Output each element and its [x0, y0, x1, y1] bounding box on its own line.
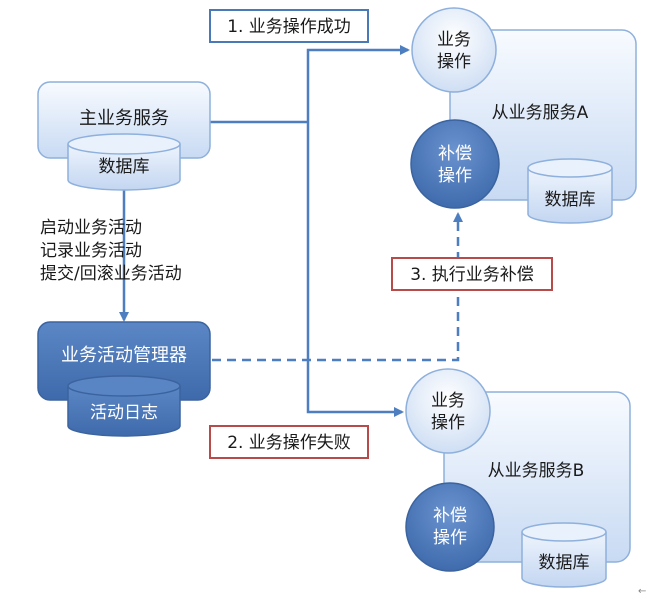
success-arrow-to-service-a	[306, 45, 410, 122]
service-a-op-label-2: 操作	[437, 52, 471, 72]
main-db-label: 数据库	[99, 157, 150, 177]
service-b-db-cylinder: 数据库	[521, 522, 607, 588]
step-record: 记录业务活动	[40, 241, 142, 261]
service-b-title: 从业务服务B	[488, 461, 585, 481]
callout-exec-comp: 3. 执行业务补偿	[391, 257, 553, 291]
service-b-op-label-1: 业务	[431, 391, 465, 411]
callout-op-fail-text: 2. 业务操作失败	[227, 433, 351, 453]
compensation-dashed-arrow	[212, 212, 463, 362]
callout-op-success-text: 1. 业务操作成功	[227, 17, 351, 37]
service-a-op-circle: 业务 操作	[411, 7, 497, 93]
service-b-op-label-2: 操作	[431, 413, 465, 433]
service-a-comp-label-2: 操作	[438, 166, 472, 186]
callout-op-fail: 2. 业务操作失败	[209, 425, 369, 459]
fail-arrow-to-service-b	[306, 122, 404, 417]
main-db-cylinder: 数据库	[67, 133, 181, 191]
service-b-comp-label-1: 补偿	[433, 506, 467, 526]
connectors	[119, 45, 463, 417]
step-commit-rollback: 提交/回滚业务活动	[40, 264, 182, 284]
small-left-arrow-icon: ←	[638, 586, 646, 597]
main-service: 主业务服务 数据库	[37, 81, 211, 191]
activity-log-label: 活动日志	[90, 403, 158, 423]
service-b-op-circle: 业务 操作	[405, 368, 491, 454]
activity-log-cylinder: 活动日志	[67, 375, 181, 437]
main-service-title: 主业务服务	[79, 108, 169, 129]
service-b-comp-circle: 补偿 操作	[405, 482, 495, 572]
callout-op-success: 1. 业务操作成功	[209, 9, 369, 43]
slave-service-a: 从业务服务A 业务 操作 补偿 操作 数据库	[410, 7, 637, 224]
service-a-db-label: 数据库	[545, 190, 596, 210]
service-b-db-label: 数据库	[539, 553, 590, 573]
service-a-db-cylinder: 数据库	[527, 158, 613, 224]
service-a-op-label-1: 业务	[437, 30, 471, 50]
callout-exec-comp-text: 3. 执行业务补偿	[410, 265, 534, 285]
service-a-title: 从业务服务A	[492, 103, 589, 123]
service-a-comp-circle: 补偿 操作	[410, 119, 500, 209]
service-b-comp-label-2: 操作	[433, 528, 467, 548]
activity-steps: 启动业务活动 记录业务活动 提交/回滚业务活动	[40, 218, 182, 284]
step-start: 启动业务活动	[40, 218, 142, 238]
activity-manager-title: 业务活动管理器	[61, 345, 187, 366]
service-a-comp-label-1: 补偿	[438, 144, 472, 164]
activity-manager: 业务活动管理器 活动日志	[37, 321, 211, 437]
slave-service-b: 从业务服务B 业务 操作 补偿 操作 数据库	[405, 368, 631, 588]
